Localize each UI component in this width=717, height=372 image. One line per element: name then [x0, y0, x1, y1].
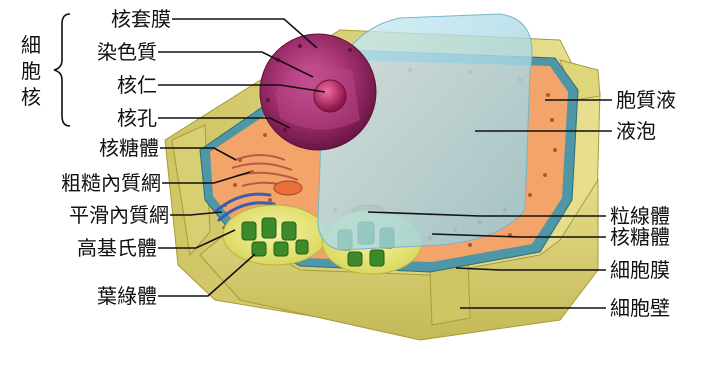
label-ribosome-left: 核糖體 — [99, 136, 159, 160]
nucleus-group-brace — [54, 14, 70, 126]
label-ribosome-right: 核糖體 — [610, 225, 670, 249]
label-golgi: 高基氏體 — [77, 236, 157, 260]
label-nucleolus: 核仁 — [117, 73, 157, 97]
label-cell-wall: 細胞壁 — [610, 296, 670, 320]
label-nuclear-pore: 核孔 — [117, 106, 157, 130]
label-smooth-er: 平滑內質網 — [69, 203, 169, 227]
group-char-0: 細 — [20, 32, 42, 58]
label-vacuole: 液泡 — [616, 119, 656, 143]
group-char-1: 胞 — [20, 58, 42, 84]
label-cell-membrane: 細胞膜 — [610, 258, 670, 282]
label-chromatin: 染色質 — [97, 40, 157, 64]
label-nuclear-envelope: 核套膜 — [111, 7, 171, 31]
label-chloroplast: 葉綠體 — [97, 284, 157, 308]
nucleus-group-label: 細 胞 核 — [20, 32, 42, 110]
label-rough-er: 粗糙內質網 — [61, 171, 161, 195]
group-char-2: 核 — [20, 84, 42, 110]
label-cytosol: 胞質液 — [616, 88, 676, 112]
nucleus — [260, 34, 376, 150]
chloroplast-left — [223, 205, 327, 265]
